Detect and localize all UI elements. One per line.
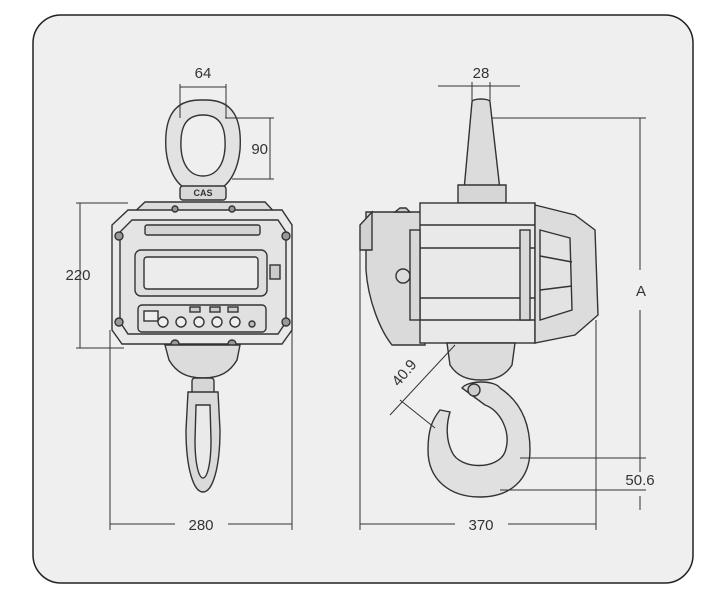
hook-icon [185,377,221,493]
dim-front-body-height: 220 [65,267,90,284]
dim-side-hook-bottom: 50.6 [625,472,654,489]
dim-front-eye-width: 64 [195,65,212,82]
eye-bolt-icon [165,99,241,201]
dim-front-eye-height: 90 [251,141,268,158]
dim-front-total-width: 280 [188,517,213,534]
front-view-drawing: CAS [111,99,293,493]
dim-side-total-height: A [636,283,646,300]
front-dimension-lines [76,84,293,530]
side-view-drawing [359,98,599,498]
dim-side-total-width: 370 [468,517,493,534]
side-dimension-lines [359,82,646,530]
logo-text: CAS [193,188,212,198]
hook-side-icon [427,381,531,498]
dim-side-eye-thickness: 28 [473,65,490,82]
